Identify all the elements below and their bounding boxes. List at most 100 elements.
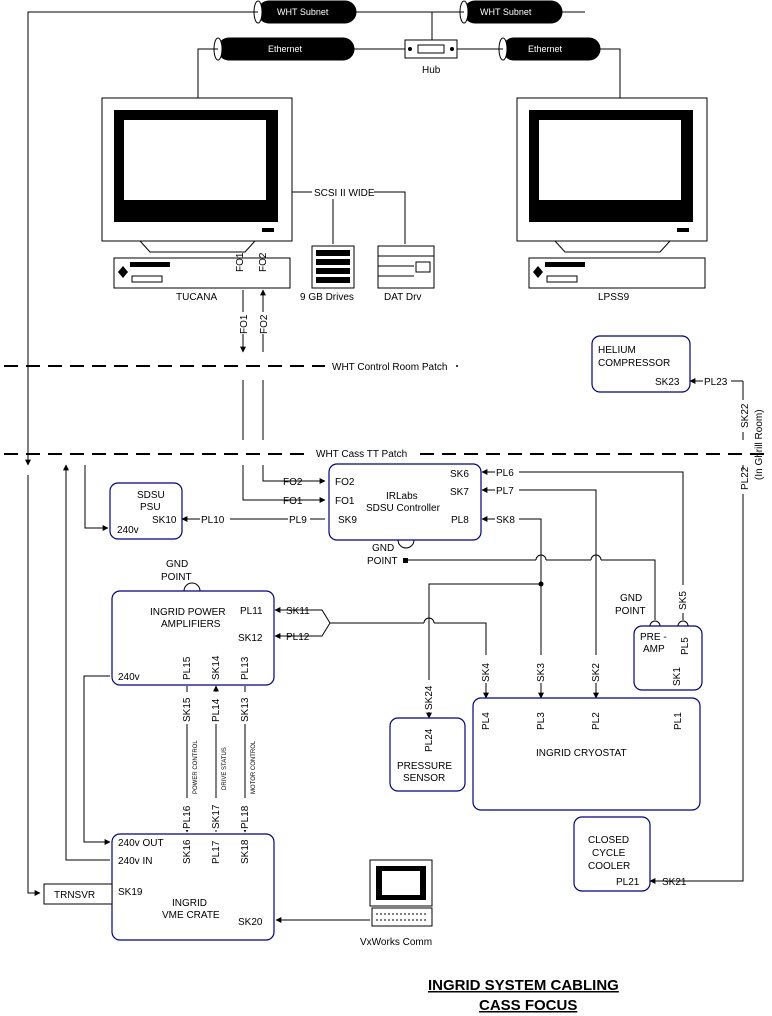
vme-sk18: SK18 (240, 839, 251, 864)
sk17-label: SK17 (211, 804, 222, 829)
fo1-label-lower: FO1 (283, 496, 303, 507)
trnsvr-label: TRNSVR (54, 890, 95, 901)
ethernet-cable-right: Ethernet (498, 37, 601, 61)
sk13-label: SK13 (240, 697, 251, 722)
helium-line1: HELIUM (598, 345, 636, 356)
amp-pl13: PL13 (240, 656, 251, 680)
drives-icon[interactable] (311, 245, 355, 289)
gnd-label-3b: POINT (615, 606, 646, 617)
hub-label: Hub (422, 65, 441, 76)
amp-pl11: PL11 (240, 606, 263, 617)
pl10-label: PL10 (201, 515, 225, 526)
sdsu-controller-block[interactable] (328, 463, 482, 541)
ethernet-label-right: Ethernet (528, 44, 563, 54)
pl22-label: PL22 (740, 466, 751, 490)
vme-sk20: SK20 (238, 917, 263, 928)
gnd-label-2a: GND (166, 559, 188, 570)
sdsu-psu-line2: PSU (140, 502, 161, 513)
hub-icon[interactable] (404, 39, 458, 59)
dat-label: DAT Drv (384, 292, 421, 303)
sdsu-psu-240v: 240v (117, 525, 139, 536)
trnsvr-box[interactable] (43, 883, 113, 905)
helium-pl23: PL23 (704, 377, 728, 388)
wht-subnet-cable-right: WHT Subnet (459, 0, 563, 24)
amp-pl12-conn: PL12 (286, 632, 310, 643)
preamp-line1: PRE - (640, 632, 667, 643)
pl9-label: PL9 (289, 515, 307, 526)
cryostat-name: INGRID CRYOSTAT (536, 748, 627, 759)
ctrl-line1: IRLabs (386, 491, 418, 502)
cryo-pl4: PL4 (481, 712, 492, 730)
sdsu-psu-line1: SDSU (137, 490, 165, 501)
diagram-title-line2: CASS FOCUS (479, 997, 577, 1014)
pressure-line1: PRESSURE (397, 761, 452, 772)
power-amplifiers-block[interactable] (111, 590, 275, 686)
computer-icon-tucana[interactable] (101, 97, 293, 289)
gnd-label-2b: POINT (161, 572, 192, 583)
motor-control-label: MOTOR CONTROL (251, 740, 257, 794)
ctrl-fo2: FO2 (335, 477, 355, 488)
cooler-line2: CYCLE (592, 848, 626, 859)
cooler-line3: COOLER (588, 861, 630, 872)
vxworks-label: VxWorks Comm (360, 937, 432, 948)
gnd-label-1a: GND (372, 543, 394, 554)
amp-sk12: SK12 (238, 633, 263, 644)
dat-drive-icon[interactable] (377, 245, 435, 289)
preamp-pl5: PL5 (680, 637, 691, 655)
vme-240v-out: 240v OUT (118, 838, 164, 849)
ctrl-pl6: PL6 (496, 468, 514, 479)
control-room-patch-label: WHT Control Room Patch (332, 362, 447, 373)
ctrl-fo1: FO1 (335, 496, 355, 507)
subnet-label-left: WHT Subnet (277, 7, 329, 17)
computer-label-tucana: TUCANA (176, 292, 217, 303)
sk2-label: SK2 (591, 663, 602, 682)
vme-240v-in: 240v IN (118, 856, 152, 867)
vme-pl17: PL17 (211, 840, 222, 864)
amp-sk11-conn: SK11 (286, 606, 310, 617)
vme-name-2: VME CRATE (162, 910, 220, 921)
preamp-line2: AMP (643, 644, 665, 655)
ctrl-sk9: SK9 (338, 515, 357, 526)
helium-sk23: SK23 (655, 377, 680, 388)
amp-240v: 240v (118, 672, 140, 683)
cooler-block[interactable] (573, 816, 651, 892)
ethernet-cable-left: Ethernet (213, 37, 355, 61)
wht-subnet-cable-left: WHT Subnet (253, 0, 357, 24)
sdsu-psu-block[interactable] (109, 482, 183, 540)
fo2-label-computer: FO2 (258, 252, 269, 272)
pressure-sensor-block[interactable] (389, 717, 466, 792)
pl14-label: PL14 (211, 698, 222, 722)
drives-label: 9 GB Drives (300, 292, 354, 303)
ctrl-pl7: PL7 (496, 486, 514, 497)
cryo-pl1: PL1 (673, 712, 684, 730)
amp-pl15: PL15 (182, 656, 193, 680)
cass-tt-patch-label: WHT Cass TT Patch (316, 449, 407, 460)
pressure-line2: SENSOR (403, 773, 445, 784)
sk22-label: SK22 (740, 403, 751, 428)
cryo-pl2: PL2 (591, 712, 602, 730)
helium-compressor-block[interactable] (591, 335, 691, 393)
gnd-label-1b: POINT (367, 556, 398, 567)
amp-sk14: SK14 (211, 655, 222, 680)
preamp-block[interactable] (633, 625, 703, 691)
sk15-label: SK15 (182, 697, 193, 722)
vxworks-terminal-icon[interactable] (369, 859, 433, 927)
ctrl-sk7: SK7 (450, 487, 469, 498)
drive-status-label: DRIVE STATUS (222, 747, 228, 790)
subnet-label-right: WHT Subnet (480, 7, 532, 17)
cryostat-block[interactable] (472, 697, 701, 811)
ctrl-line2: SDSU Controller (366, 503, 441, 514)
sk3-label: SK3 (536, 663, 547, 682)
power-control-label: POWER CONTROL (193, 740, 199, 794)
amp-line2: AMPLIFIERS (161, 619, 221, 630)
ethernet-label-left: Ethernet (268, 44, 303, 54)
scsi-label: SCSI II WIDE (314, 188, 375, 199)
computer-icon-lpss9[interactable] (516, 97, 708, 289)
pressure-pl24: PL24 (424, 728, 435, 752)
fo2-label-lower: FO2 (283, 477, 303, 488)
vme-name-1: INGRID (172, 898, 207, 909)
ctrl-sk8: SK8 (496, 515, 515, 526)
fo1-label-computer: FO1 (235, 252, 246, 272)
sk24-label: SK24 (424, 685, 435, 710)
sdsu-psu-sk10: SK10 (152, 515, 177, 526)
